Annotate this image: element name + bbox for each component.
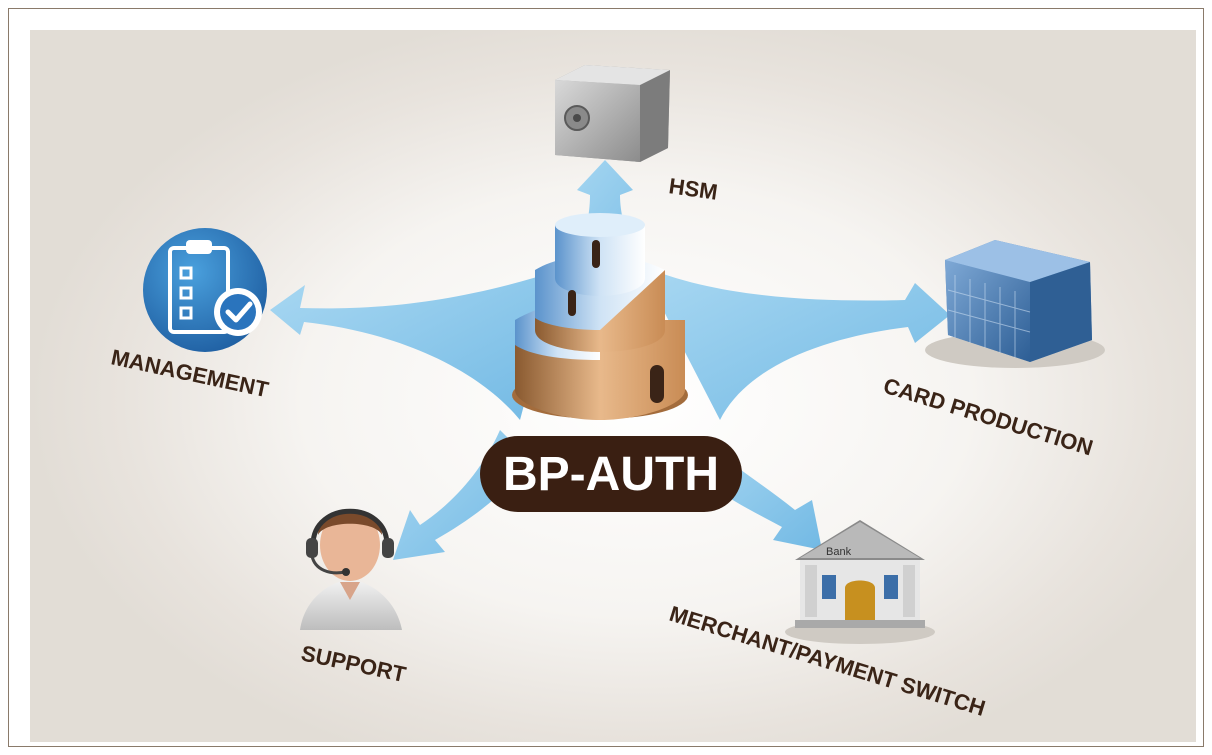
- bank-sign: Bank: [826, 546, 852, 558]
- office-building-icon: [925, 240, 1105, 368]
- safe-icon: [555, 65, 670, 162]
- card-production-label: CARD PRODUCTION: [881, 373, 1096, 461]
- hsm-label: HSM: [667, 173, 719, 205]
- bank-icon: Bank: [785, 520, 935, 644]
- bp-auth-badge: BP-AUTH: [480, 436, 742, 512]
- clipboard-checklist-icon: [143, 228, 267, 352]
- arrow-to-management: [270, 270, 560, 420]
- bp-auth-tower-icon: [512, 213, 688, 420]
- support-agent-icon: [300, 508, 402, 630]
- center-title: BP-AUTH: [503, 448, 719, 501]
- management-label: MANAGEMENT: [109, 344, 271, 402]
- support-label: SUPPORT: [299, 640, 409, 687]
- arrow-to-card-production: [640, 265, 950, 420]
